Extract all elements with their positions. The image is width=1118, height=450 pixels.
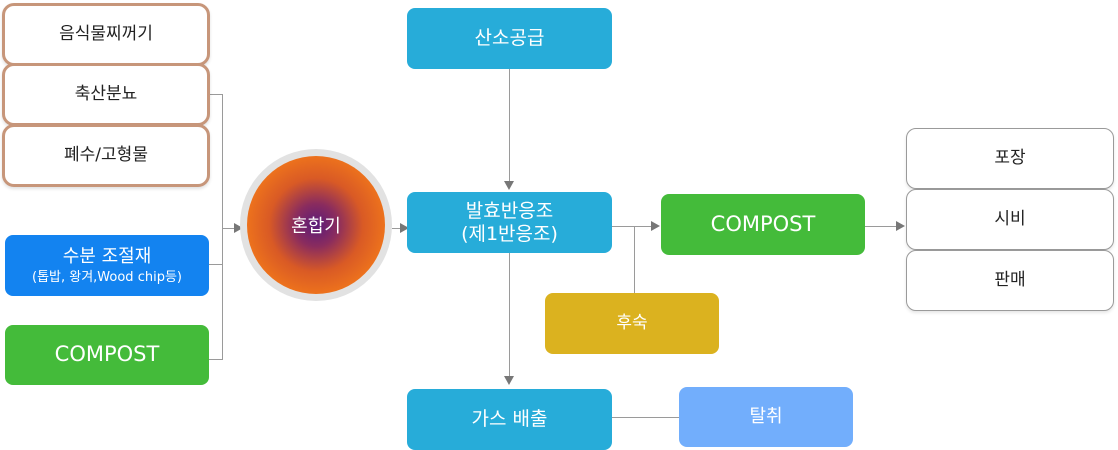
input-livestock-manure-label: 축산분뇨: [74, 84, 138, 105]
compost-input-box: COMPOST: [5, 325, 209, 385]
connector-adjuster-h: [209, 264, 223, 265]
arrow-to-gas-exhaust: [504, 376, 514, 385]
output-sales: 판매: [906, 250, 1114, 311]
gas-exhaust-box: 가스 배출: [407, 389, 612, 450]
connector-compost-in-h: [209, 359, 223, 360]
connector-ripening-up: [634, 226, 635, 293]
arrow-to-outputs: [896, 221, 905, 231]
fermenter-label-line2: (제1반응조): [461, 222, 558, 245]
output-fertilizing: 시비: [906, 189, 1114, 250]
connector-input2-h: [210, 94, 223, 95]
fermenter-box: 발효반응조 (제1반응조): [407, 192, 612, 253]
gas-exhaust-label: 가스 배출: [471, 408, 548, 431]
output-sales-label: 판매: [994, 270, 1026, 291]
deodorization-label: 탈취: [749, 406, 783, 428]
oxygen-supply-box: 산소공급: [407, 8, 612, 69]
connector-fermenter-to-gas: [509, 252, 510, 377]
input-wastewater-solids: 폐수/고형물: [2, 124, 210, 187]
deodorization-box: 탈취: [679, 387, 853, 447]
moisture-adjuster-label: 수분 조절재: [62, 245, 152, 267]
connector-gas-to-deodor: [611, 417, 679, 418]
connector-inputs-vertical: [222, 94, 223, 360]
output-packaging-label: 포장: [994, 148, 1026, 169]
compost-input-label: COMPOST: [54, 342, 160, 367]
moisture-adjuster-box: 수분 조절재 (톱밥, 왕겨,Wood chip등): [5, 235, 209, 296]
fermenter-label-line1: 발효반응조: [465, 199, 554, 222]
input-food-waste: 음식물찌꺼기: [2, 3, 210, 66]
arrow-to-fermenter: [400, 223, 409, 233]
output-fertilizing-label: 시비: [994, 209, 1026, 230]
connector-fermenter-to-compost: [612, 226, 652, 227]
post-ripening-box: 후숙: [545, 293, 719, 354]
mixer-core: 혼합기: [247, 156, 385, 294]
arrow-to-mixer: [234, 223, 243, 233]
arrow-to-compost-output: [651, 221, 660, 231]
connector-compost-to-outputs: [865, 226, 898, 227]
output-packaging: 포장: [906, 128, 1114, 189]
arrow-oxygen-to-fermenter: [504, 181, 514, 190]
input-livestock-manure: 축산분뇨: [2, 63, 210, 126]
input-food-waste-label: 음식물찌꺼기: [59, 24, 153, 45]
connector-to-mixer: [222, 228, 236, 229]
connector-mixer-to-fermenter: [392, 228, 402, 229]
moisture-adjuster-sublabel: (톱밥, 왕겨,Wood chip등): [32, 269, 182, 285]
post-ripening-label: 후숙: [616, 313, 648, 334]
connector-oxygen-down: [509, 68, 510, 183]
mixer-label: 혼합기: [291, 216, 341, 237]
compost-output-box: COMPOST: [661, 194, 865, 255]
compost-output-label: COMPOST: [710, 211, 816, 236]
input-wastewater-solids-label: 폐수/고형물: [64, 145, 148, 166]
oxygen-supply-label: 산소공급: [474, 27, 545, 50]
mixer-node: 혼합기: [240, 149, 392, 301]
